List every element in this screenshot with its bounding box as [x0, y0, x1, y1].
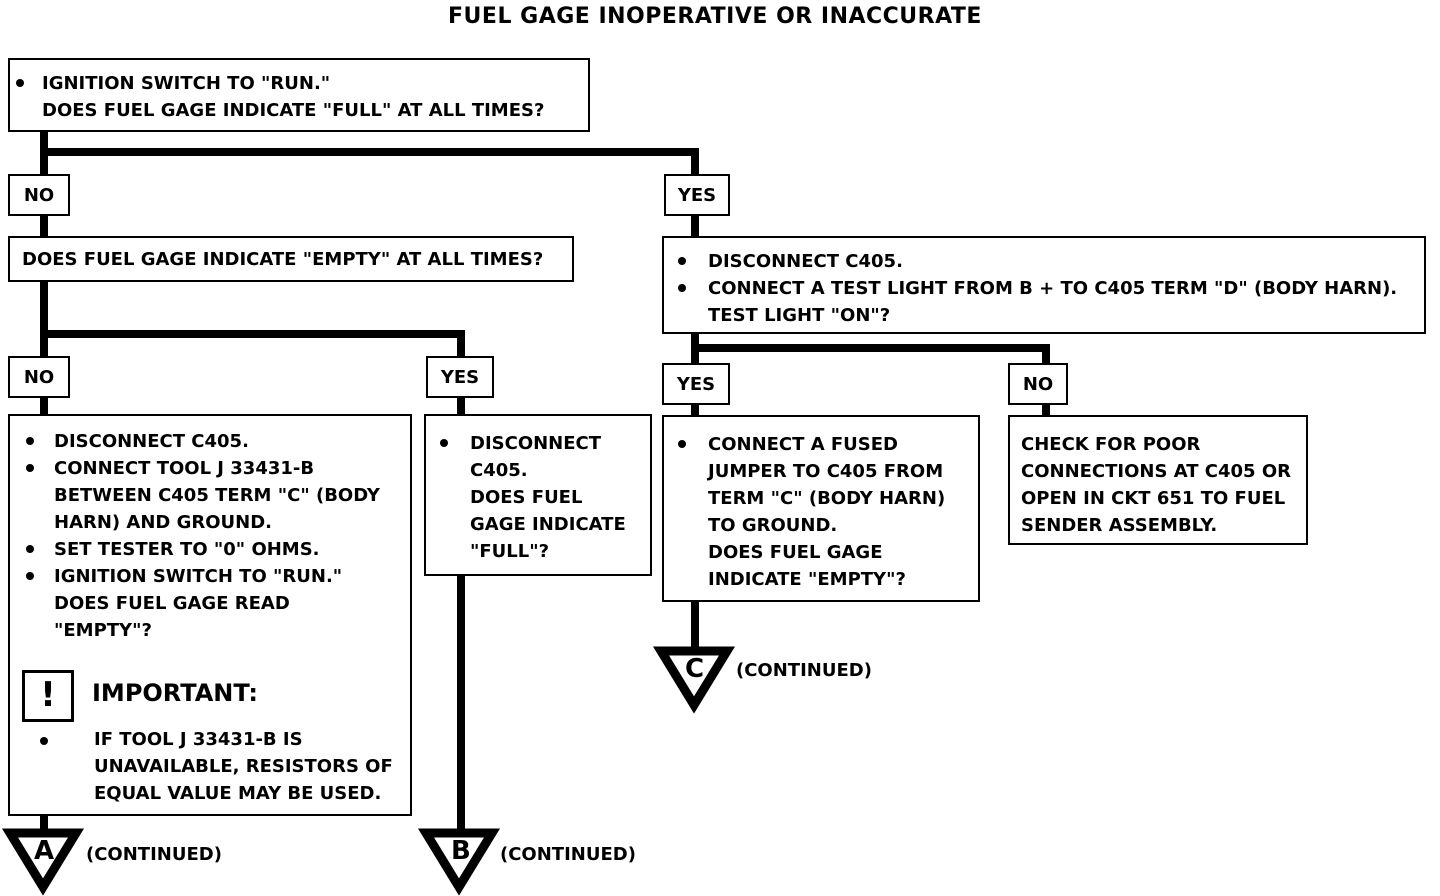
bullet-item: CONNECT TOOL J 33431-B [10, 455, 410, 482]
page-title: FUEL GAGE INOPERATIVE OR INACCURATE [448, 4, 982, 29]
bullet-icon [26, 545, 34, 553]
bullet-item: CONNECT A FUSED [664, 431, 978, 458]
bullet-item: DISCONNECT C405. [10, 428, 410, 455]
bullet-icon [678, 257, 686, 265]
step-disconnect-full-box: DISCONNECT C405. DOES FUEL GAGE INDICATE… [424, 414, 652, 576]
line-box2-split [40, 276, 465, 362]
bullet-icon [26, 437, 34, 445]
line-box3-split [691, 328, 1050, 369]
step-test-light-box: DISCONNECT C405. CONNECT A TEST LIGHT FR… [662, 236, 1426, 334]
connector-b-label: (CONTINUED) [500, 844, 636, 865]
connector-a-triangle [1, 828, 85, 896]
step-check-connections-box: CHECK FOR POOR CONNECTIONS AT C405 OR OP… [1008, 415, 1308, 545]
connector-c-label: (CONTINUED) [736, 660, 872, 681]
bullet-item: IGNITION SWITCH TO "RUN." [10, 563, 410, 590]
bullet-icon [26, 464, 34, 472]
connector-a-letter: A [34, 836, 55, 866]
bullet-item: CONNECT A TEST LIGHT FROM B + TO C405 TE… [664, 275, 1424, 302]
important-title: IMPORTANT: [92, 679, 259, 707]
bullet-item: DISCONNECT [426, 430, 650, 457]
tag-no-2: NO [8, 356, 70, 398]
warning-icon: ! [22, 670, 74, 722]
bullet-icon [440, 439, 448, 447]
connector-c-triangle [652, 646, 736, 714]
connector-b-triangle [417, 828, 501, 896]
bullet-icon [678, 440, 686, 448]
step-tool-test-box: DISCONNECT C405. CONNECT TOOL J 33431-B … [8, 414, 412, 816]
tag-yes-1: YES [664, 174, 730, 216]
important-note: IF TOOL J 33431-B IS UNAVAILABLE, RESIST… [94, 729, 393, 804]
tag-no-1: NO [8, 174, 70, 216]
connector-b-letter: B [451, 836, 471, 866]
bullet-item: SET TESTER TO "0" OHMS. [10, 536, 410, 563]
connector-c-letter: C [685, 654, 705, 684]
bullet-icon [26, 572, 34, 580]
bullet-icon [40, 737, 48, 745]
step-ignition-full-box: IGNITION SWITCH TO "RUN." DOES FUEL GAGE… [8, 58, 590, 132]
bullet-item: DISCONNECT C405. [664, 248, 1424, 275]
connector-a-label: (CONTINUED) [86, 844, 222, 865]
tag-yes-3: YES [662, 363, 730, 405]
bullet-icon [678, 284, 686, 292]
tag-no-3: NO [1008, 363, 1068, 405]
bullet-icon [16, 79, 24, 87]
step-empty-check-box: DOES FUEL GAGE INDICATE "EMPTY" AT ALL T… [8, 236, 574, 282]
line-box1-split [40, 126, 699, 178]
bullet-item: IGNITION SWITCH TO "RUN." [10, 70, 588, 97]
step-fused-jumper-box: CONNECT A FUSED JUMPER TO C405 FROM TERM… [662, 415, 980, 602]
tag-yes-2: YES [426, 356, 494, 398]
